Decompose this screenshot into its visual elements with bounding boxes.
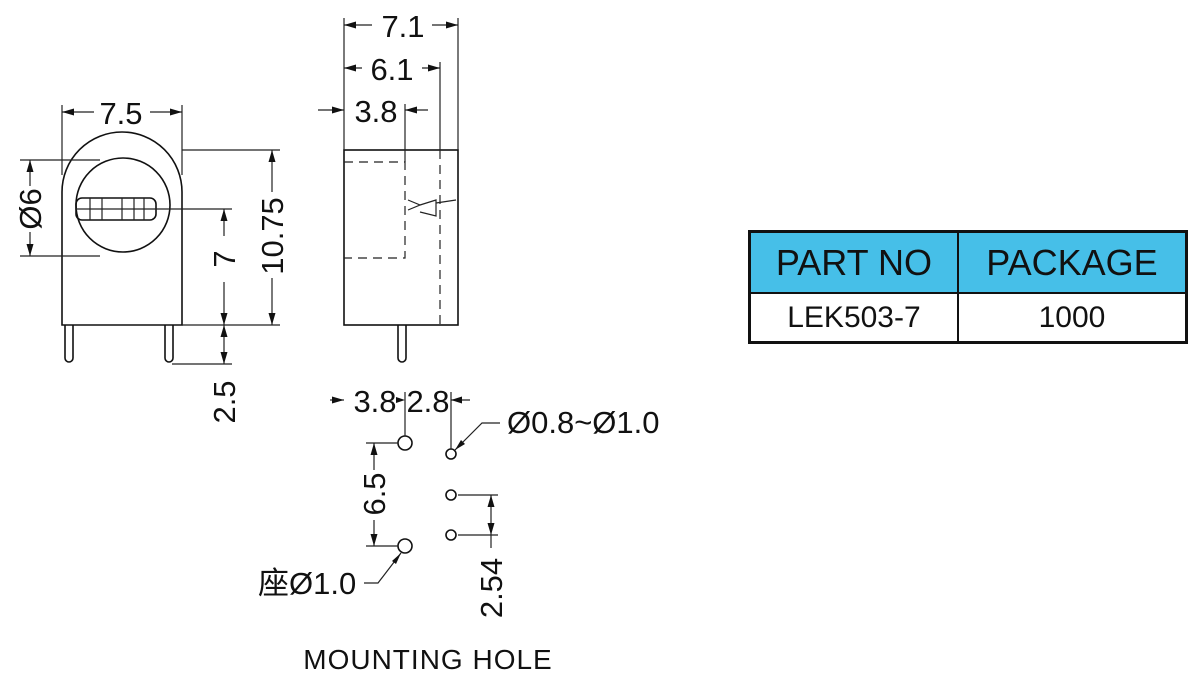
cell-part-no: LEK503-7 <box>748 292 959 344</box>
hole-large-bottom <box>397 538 413 554</box>
lead-length-dimension: 2.5 <box>207 325 242 424</box>
width-label: 7.5 <box>99 96 142 131</box>
header-package: PACKAGE <box>956 230 1188 295</box>
base-hole-label: 座Ø1.0 <box>258 566 356 601</box>
pitch-label: 6.5 <box>357 472 392 515</box>
side-body-outline <box>343 149 459 326</box>
hole-diameter-label: Ø0.8~Ø1.0 <box>507 405 660 440</box>
side-lead-offset-dimension: 3.8 <box>318 94 428 129</box>
mount-offset-a-label: 3.8 <box>353 384 396 419</box>
hole-small-1 <box>445 448 457 460</box>
side-width-dimension: 7.1 <box>344 9 458 44</box>
hole-diameter-leader <box>454 422 500 451</box>
mounting-hole-view: 3.8 2.8 Ø0.8~Ø1.0 6.5 座Ø1.0 2.54 <box>258 384 660 675</box>
front-body-outline <box>61 131 183 326</box>
total-height-dimension: 10.75 <box>255 150 290 325</box>
side-lead <box>397 325 407 363</box>
base-hole-leader <box>364 552 402 584</box>
side-width-label: 7.1 <box>381 9 424 44</box>
small-pitch-dimension: 2.54 <box>458 494 509 618</box>
side-view: 7.1 6.1 3.8 <box>318 9 459 363</box>
front-view: 7.5 Ø6 7 1 <box>13 96 290 424</box>
part-spec-table: PART NO PACKAGE LEK503-7 1000 <box>748 230 1188 344</box>
hole-small-3 <box>445 529 457 541</box>
pitch-dimension: 6.5 <box>357 442 398 547</box>
front-lead-left <box>64 325 74 363</box>
front-lead-right <box>164 325 174 363</box>
diameter-dimension: Ø6 <box>13 159 100 257</box>
mounting-hole-caption: MOUNTING HOLE <box>303 644 552 675</box>
width-dimension: 7.5 <box>61 96 183 175</box>
side-middle-dimension: 6.1 <box>344 52 440 87</box>
lead-frame <box>75 197 157 221</box>
diameter-label: Ø6 <box>13 188 48 229</box>
center-height-dimension: 7 <box>207 209 242 325</box>
side-lead-offset-label: 3.8 <box>354 94 397 129</box>
hole-small-2 <box>445 489 457 501</box>
cell-package: 1000 <box>956 292 1188 344</box>
mount-offset-b-label: 2.8 <box>406 384 449 419</box>
small-pitch-label: 2.54 <box>474 558 509 618</box>
total-height-label: 10.75 <box>255 197 290 275</box>
table-header-row: PART NO PACKAGE <box>748 230 1188 295</box>
lead-length-label: 2.5 <box>207 380 242 423</box>
header-part-no: PART NO <box>748 230 959 295</box>
center-height-label: 7 <box>207 250 242 267</box>
hole-large-top <box>397 435 413 451</box>
side-hidden-cavity <box>344 161 406 259</box>
table-row: LEK503-7 1000 <box>748 292 1188 344</box>
side-middle-label: 6.1 <box>370 52 413 87</box>
